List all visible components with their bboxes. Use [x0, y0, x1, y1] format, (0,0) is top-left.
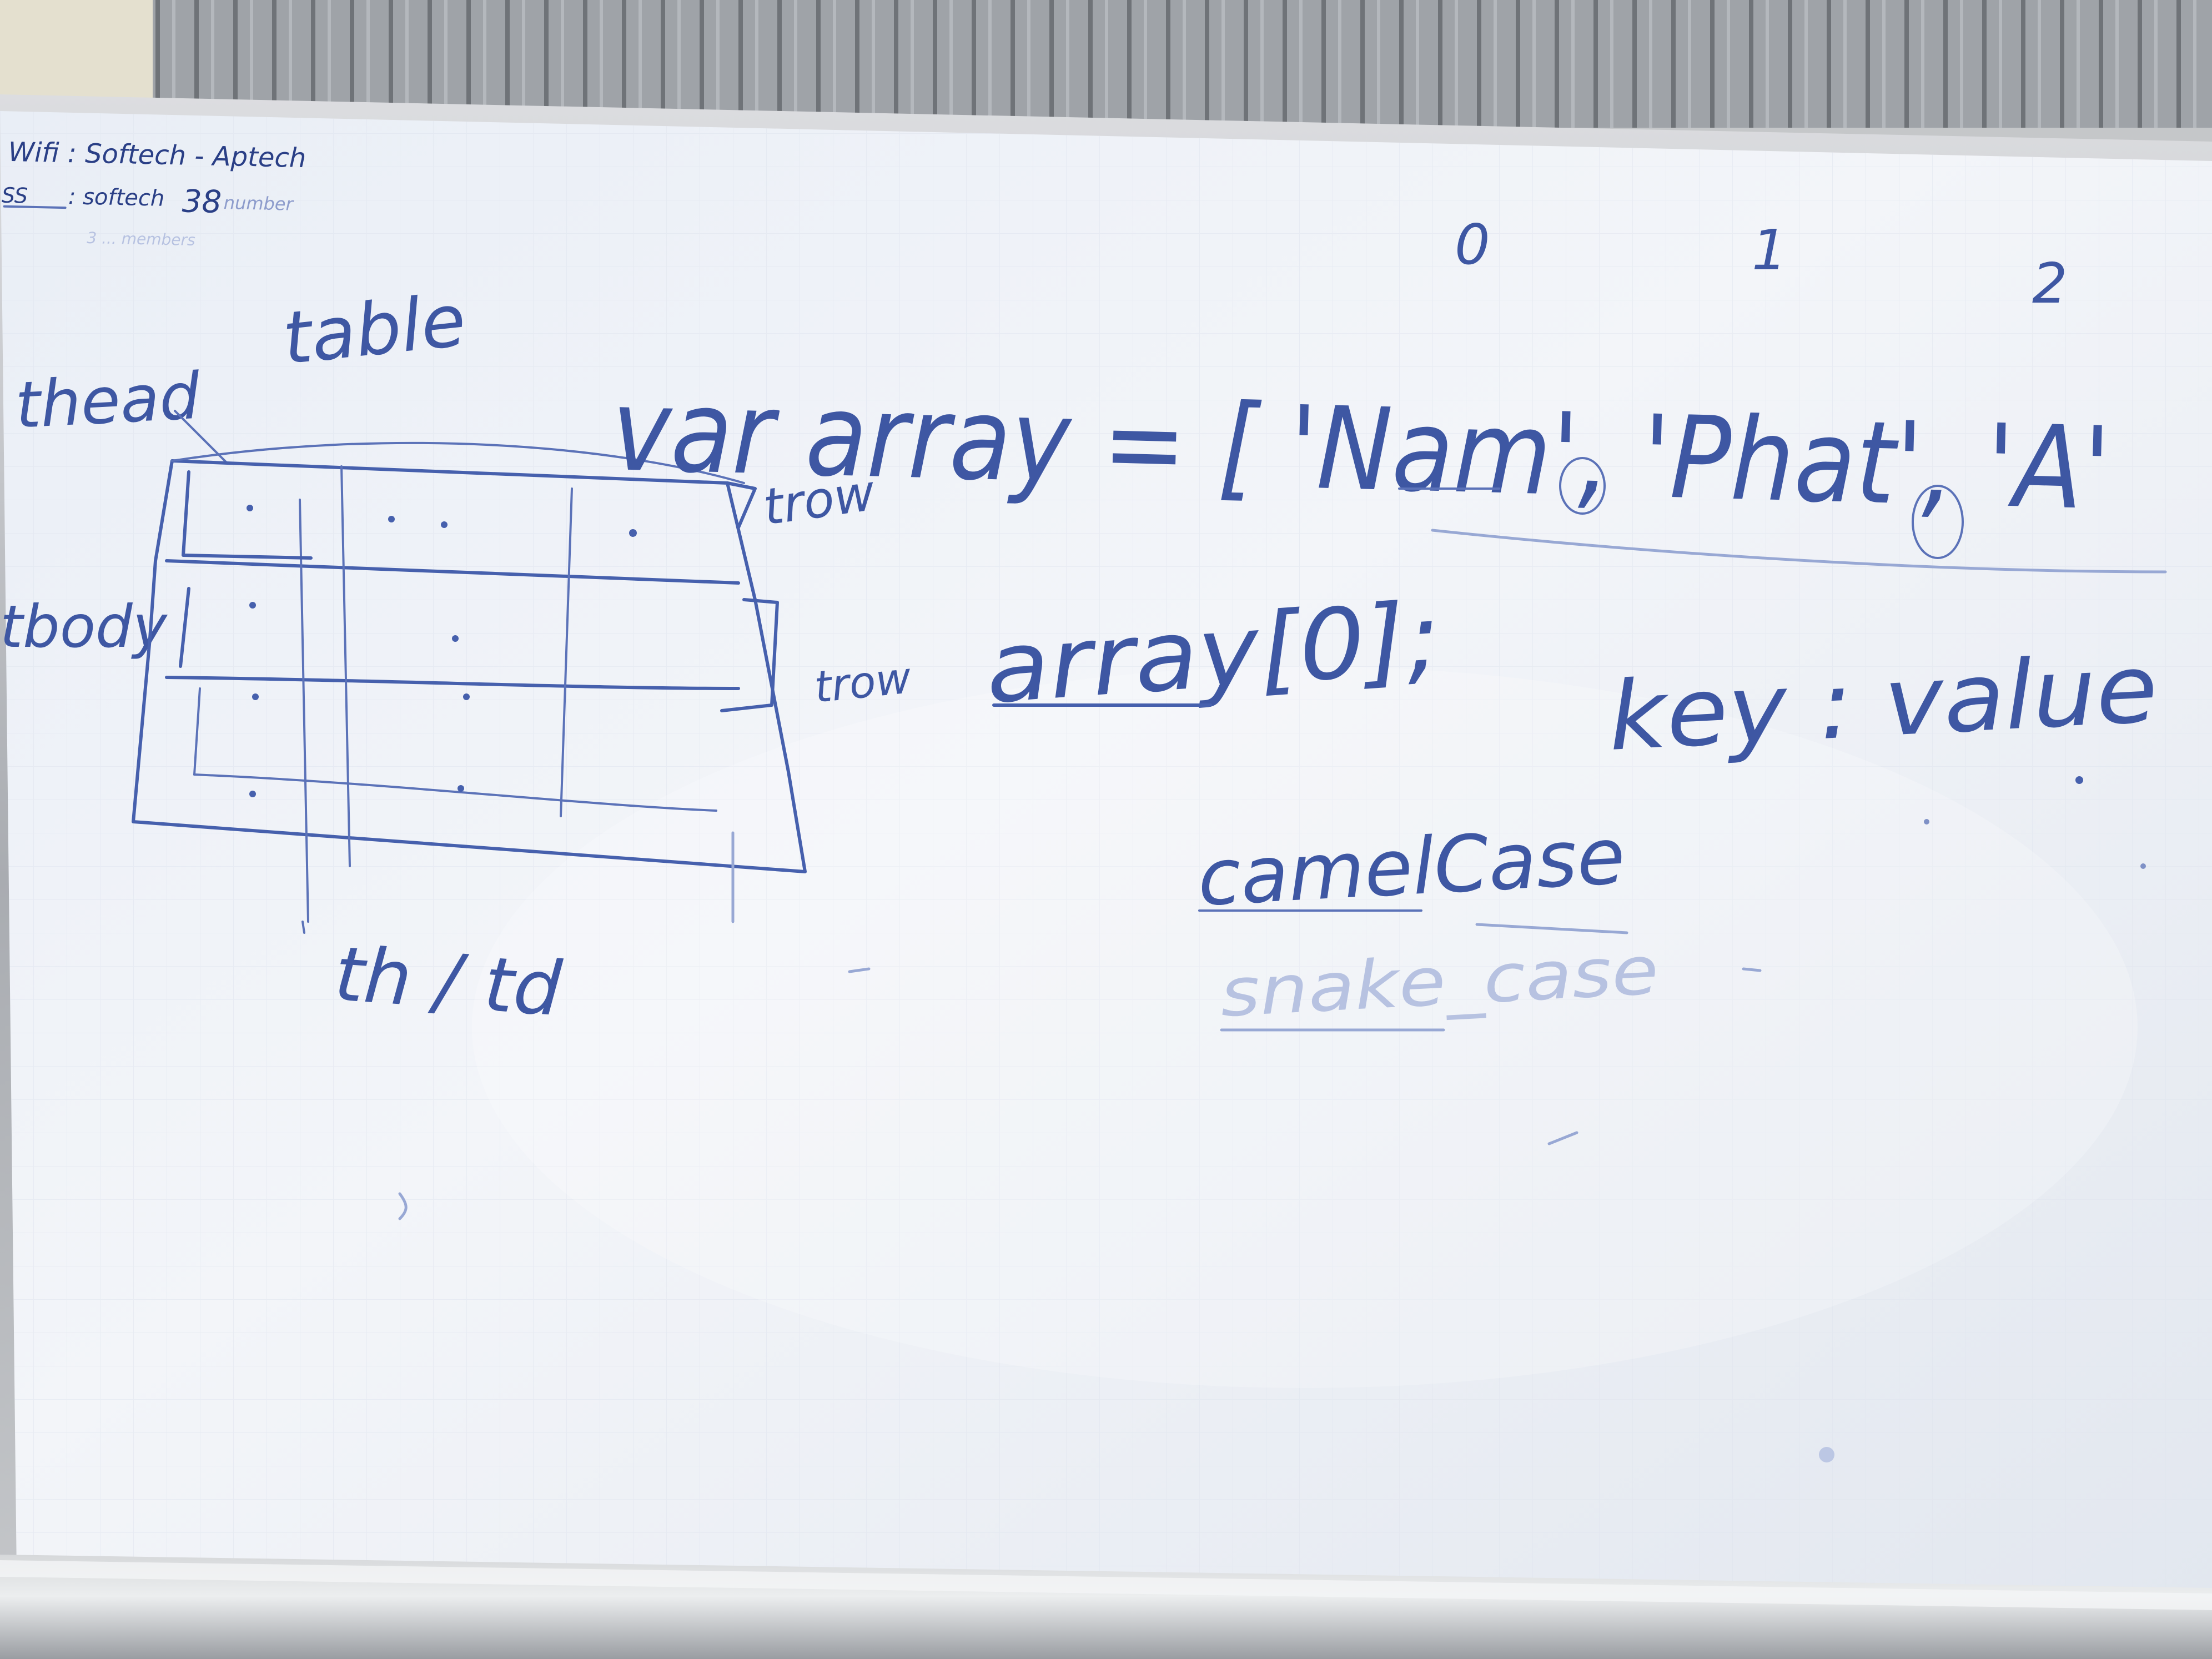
cell-dot — [249, 602, 256, 609]
wifi-note-line1: Wifi : Softech - Aptech — [8, 137, 306, 174]
table-col-line-2 — [340, 465, 351, 867]
wifi-note-line2-prefix: SS — [2, 183, 28, 208]
label-tbody: tbody — [0, 593, 168, 661]
table-outer-bracket — [132, 459, 807, 873]
stray-mark — [1547, 1131, 1578, 1145]
tray-lip — [0, 1560, 2212, 1610]
stray-mark — [1742, 967, 1762, 972]
label-trow-mid: trow — [812, 653, 914, 713]
th-td-pointer — [301, 921, 305, 934]
array-index-1: 1 — [1752, 218, 1787, 283]
index-circle-nam — [1559, 457, 1606, 515]
wifi-note-line2-mid: : softech — [68, 184, 165, 212]
table-top-curve — [171, 441, 745, 484]
label-thead: thead — [13, 359, 202, 443]
table-row-line-2 — [165, 676, 740, 690]
case-underline — [1475, 923, 1628, 934]
wifi-note-line2-suffix: number — [223, 192, 294, 215]
table-row-line-1 — [165, 559, 740, 585]
label-table: table — [279, 278, 469, 381]
cell-dot — [629, 529, 637, 537]
cell-dot — [247, 505, 253, 511]
wifi-note-underline — [3, 205, 67, 209]
whiteboard-grid — [0, 111, 2212, 1607]
array-long-underline — [1431, 529, 2167, 574]
wifi-note-line2-num: 38 — [182, 183, 222, 220]
tbody-row2-bracket — [193, 687, 201, 776]
label-th-td: th / td — [332, 930, 565, 1033]
cell-dot — [458, 785, 464, 792]
cell-dot — [441, 521, 448, 528]
tbody-row-bracket — [179, 587, 190, 668]
stray-dot — [2140, 863, 2146, 869]
stray-dot — [2075, 776, 2083, 784]
stray-dot — [1819, 1447, 1834, 1462]
array-index-2: 2 — [2032, 251, 2068, 316]
table-row-line-3 — [193, 773, 717, 812]
camel-case: camelCase — [1195, 811, 1627, 924]
stray-dot — [1924, 819, 1929, 825]
index-circle-phat — [1912, 485, 1964, 559]
table-col-line-1 — [299, 499, 309, 923]
thead-row-bracket — [182, 470, 313, 560]
table-sketch: table thead tbody trow — [0, 278, 913, 1033]
cell-dot — [388, 516, 395, 522]
cell-dot — [463, 693, 470, 700]
table-col-line-3 — [560, 487, 573, 817]
cell-dot — [252, 693, 259, 700]
cell-dot — [249, 791, 256, 797]
cell-dot — [452, 635, 459, 642]
wifi-note: Wifi : Softech - Aptech SS : softech 38 … — [2, 137, 306, 249]
wall-panel-left — [0, 0, 153, 111]
wifi-note-line3: 3 ... members — [87, 229, 195, 249]
array-index-0: 0 — [1455, 212, 1490, 277]
trow-mid-bracket — [720, 598, 779, 712]
glare — [472, 666, 2138, 1388]
trow-top-bracket — [726, 481, 757, 529]
stray-mark — [848, 967, 871, 973]
stray-mark — [398, 1192, 408, 1220]
